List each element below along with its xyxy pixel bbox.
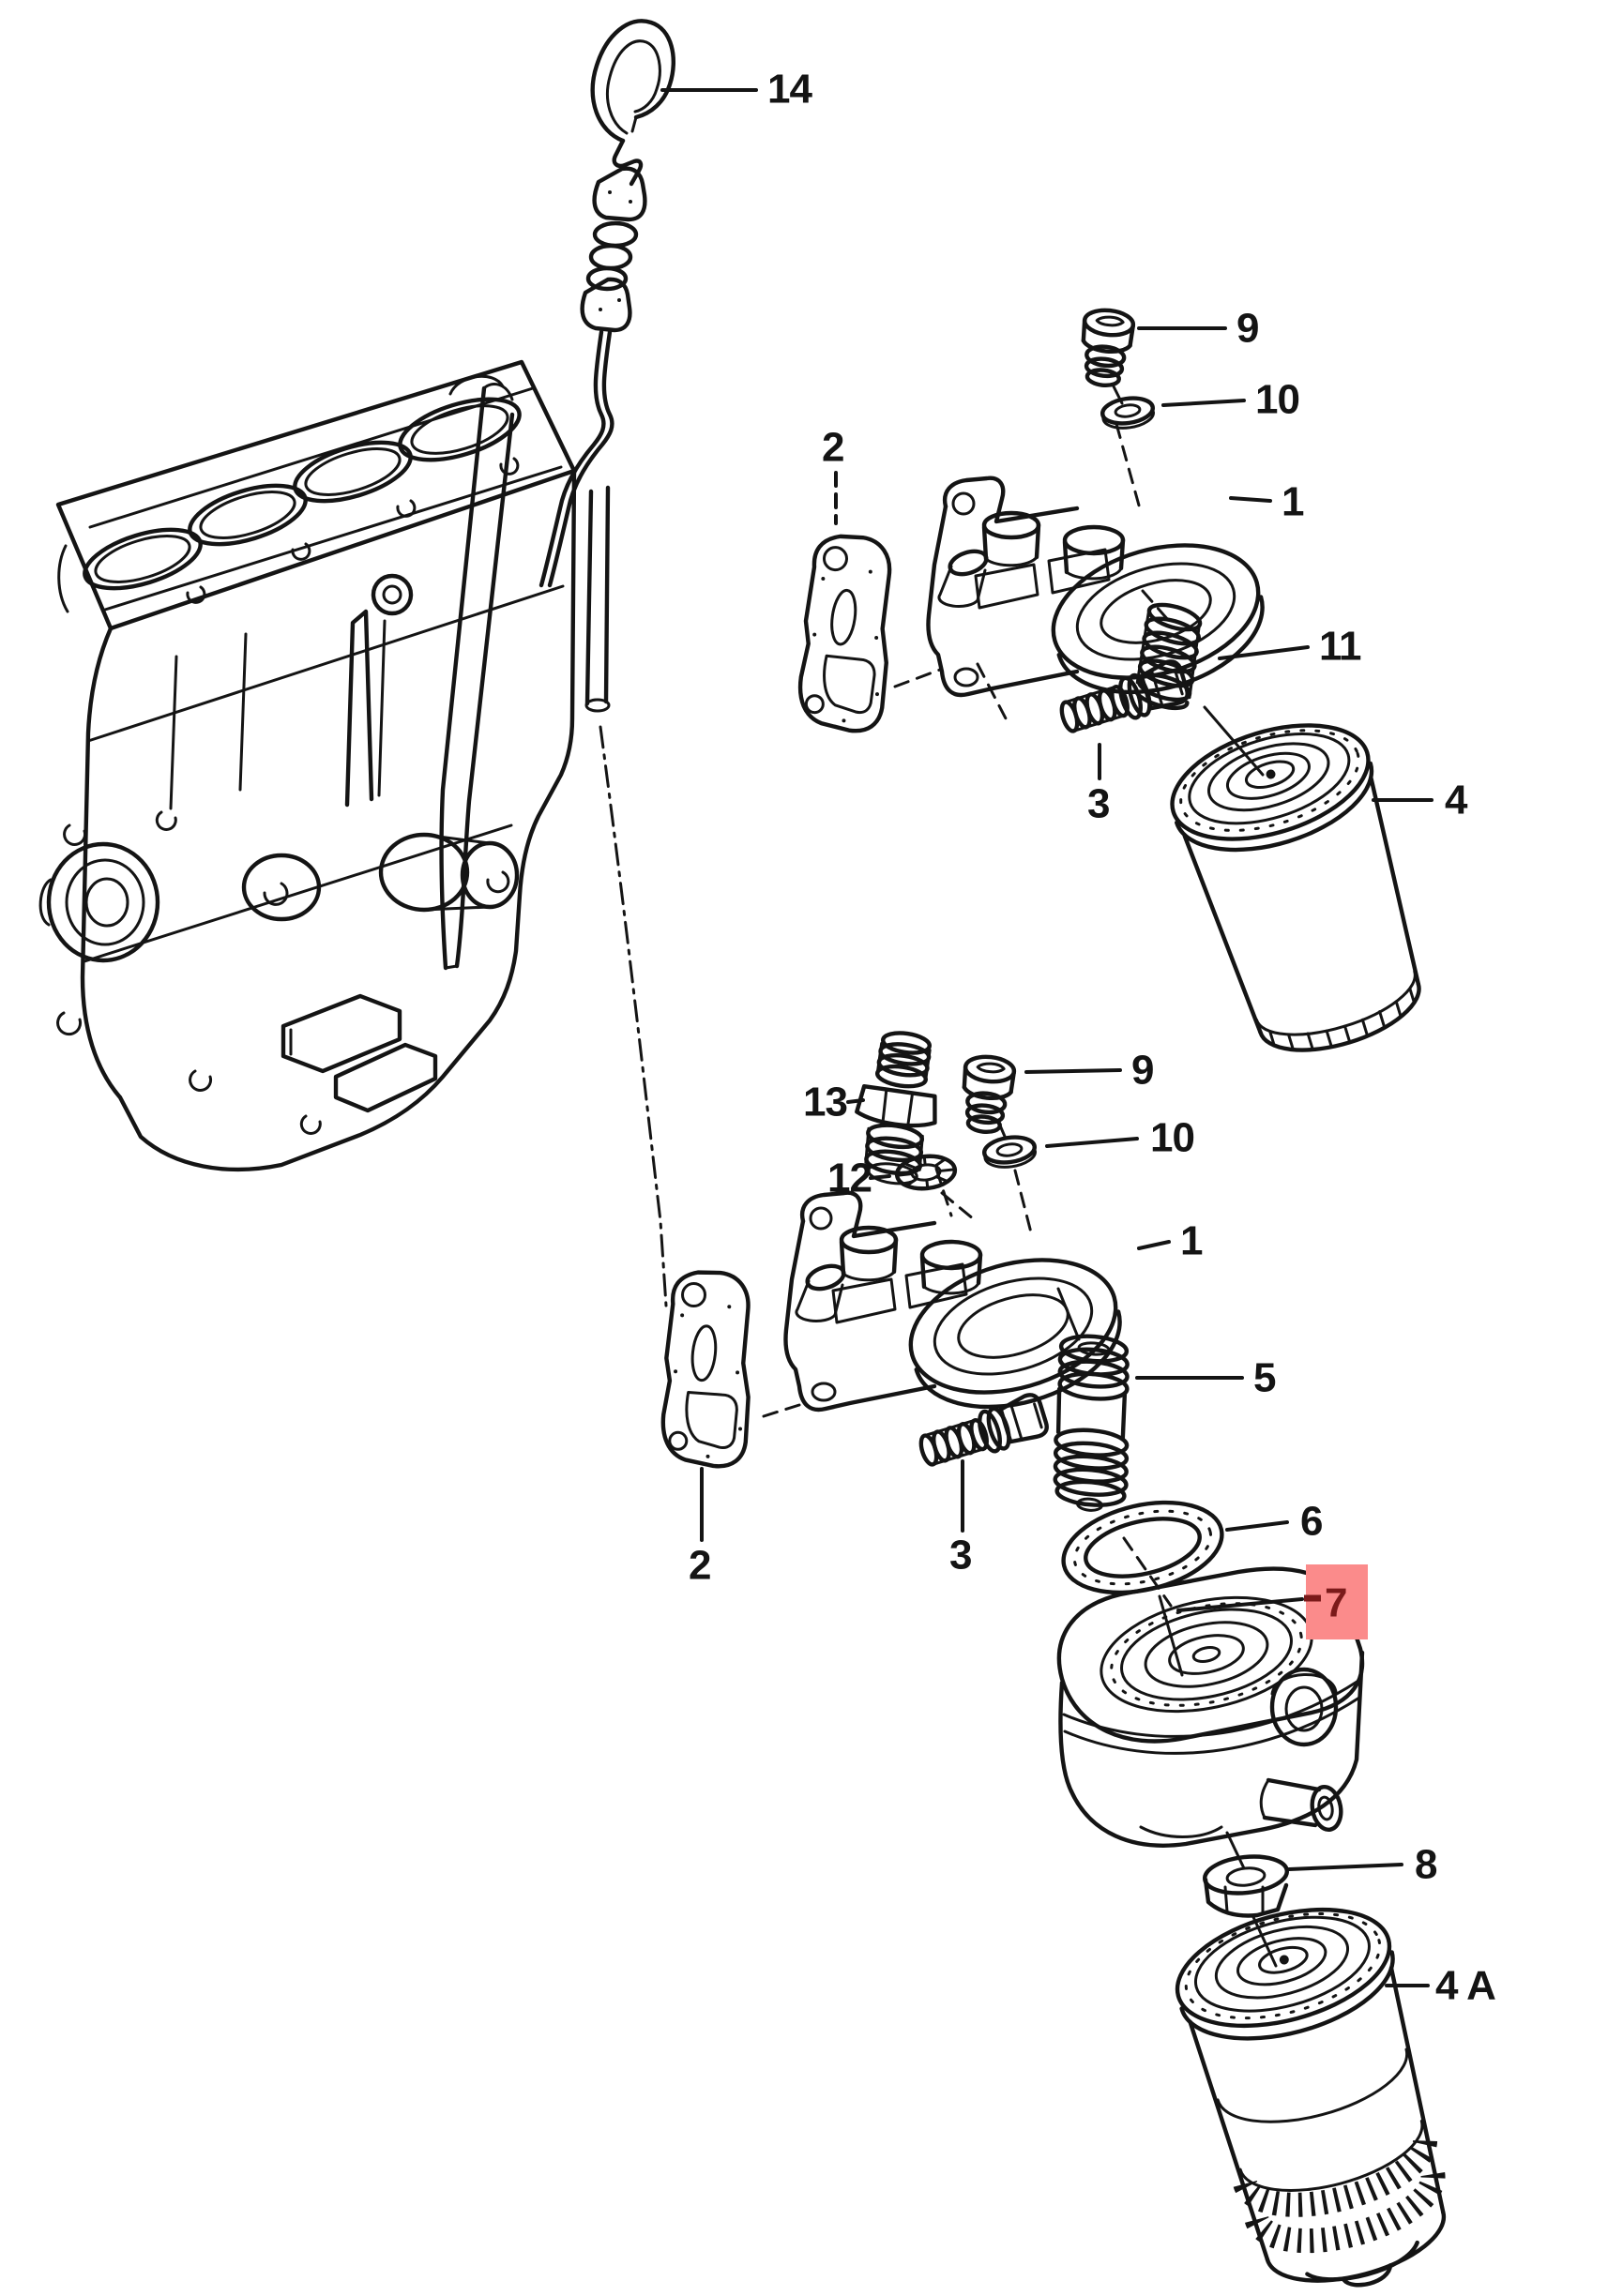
part-number-9-mid: 9 (1131, 1048, 1153, 1094)
part-number-9-upper: 9 (1236, 306, 1258, 352)
part-number-8: 8 (1415, 1842, 1437, 1888)
oil-filter-flange-1-mid (785, 1193, 1135, 1429)
callout-9-mid: 9 (1024, 1048, 1154, 1094)
part-number-2-mid: 2 (689, 1543, 710, 1589)
gasket-2-mid (662, 1272, 751, 1467)
leader-line-11 (1218, 645, 1310, 660)
leader-line-8 (1287, 1863, 1403, 1871)
washer-12 (894, 1154, 958, 1191)
callout-1-upper: 1 (1229, 479, 1305, 525)
callout-2-mid: 2 (689, 1467, 711, 1589)
seal-washer-10-upper (1100, 395, 1155, 430)
plug-screw-9-mid (959, 1054, 1015, 1134)
callout-11: 11 (1218, 624, 1362, 670)
callout-13: 13 (803, 1080, 865, 1125)
part-number-10-upper: 10 (1255, 377, 1299, 423)
leader-line-9-mid (1024, 1068, 1122, 1074)
leader-line-13 (846, 1098, 865, 1104)
plug-screw-9-upper (1078, 308, 1134, 387)
callout-1-mid: 1 (1137, 1218, 1204, 1264)
connecting-pipe-11 (1133, 602, 1203, 711)
callout-10-mid: 10 (1045, 1115, 1195, 1161)
bolt-3-mid (916, 1393, 1050, 1473)
callout-4a: 4 A (1385, 1963, 1496, 2009)
callout-8: 8 (1287, 1842, 1438, 1888)
callout-12: 12 (827, 1156, 891, 1201)
callout-5: 5 (1135, 1355, 1277, 1401)
leader-line-12 (869, 1174, 891, 1180)
leader-line-6 (1225, 1520, 1289, 1532)
oil-filter-4 (1170, 723, 1421, 1052)
part-number-2-upper: 2 (822, 425, 843, 471)
callout-7: 7 (1176, 1564, 1368, 1639)
callout-3-upper: 3 (1087, 743, 1110, 827)
oil-filter-flange-1-upper (928, 478, 1278, 715)
nut-8 (1202, 1854, 1290, 1918)
highlight-box-7 (1306, 1564, 1368, 1639)
part-number-3-upper: 3 (1087, 781, 1109, 827)
part-number-4a: 4 A (1435, 1963, 1495, 2009)
callout-10-upper: 10 (1161, 377, 1300, 423)
connecting-pipe-5 (1053, 1334, 1130, 1512)
leader-line-10-upper (1161, 399, 1246, 407)
part-number-6: 6 (1300, 1499, 1322, 1545)
seal-washer-10-mid (982, 1134, 1037, 1170)
part-number-4: 4 (1445, 778, 1468, 823)
part-number-3-mid: 3 (949, 1533, 971, 1578)
part-number-11: 11 (1319, 624, 1361, 670)
engine-block (38, 359, 611, 1172)
oil-filter-4a (1175, 1907, 1447, 2288)
dipstick-14 (439, 19, 676, 971)
callout-6: 6 (1225, 1499, 1323, 1545)
leader-line-1-upper (1229, 496, 1272, 503)
part-number-7: 7 (1325, 1580, 1346, 1626)
oil-cooler-7 (1056, 1566, 1365, 1848)
callout-2-upper: 2 (822, 425, 844, 525)
leader-line-1-mid (1137, 1240, 1171, 1250)
part-number-1-upper: 1 (1282, 479, 1304, 525)
part-number-5: 5 (1253, 1355, 1276, 1401)
leader-line-10-mid (1045, 1137, 1139, 1148)
part-number-14: 14 (767, 67, 812, 113)
callout-4: 4 (1372, 778, 1469, 823)
callout-14: 14 (660, 67, 813, 113)
part-number-13: 13 (803, 1080, 847, 1125)
part-number-10-mid: 10 (1150, 1115, 1194, 1161)
callout-9-upper: 9 (1137, 306, 1259, 352)
gasket-2-upper (798, 535, 893, 733)
part-number-12: 12 (827, 1156, 872, 1201)
part-number-1-mid: 1 (1180, 1218, 1203, 1264)
leader-line-7 (1176, 1597, 1304, 1612)
callout-3-mid: 3 (949, 1459, 972, 1578)
